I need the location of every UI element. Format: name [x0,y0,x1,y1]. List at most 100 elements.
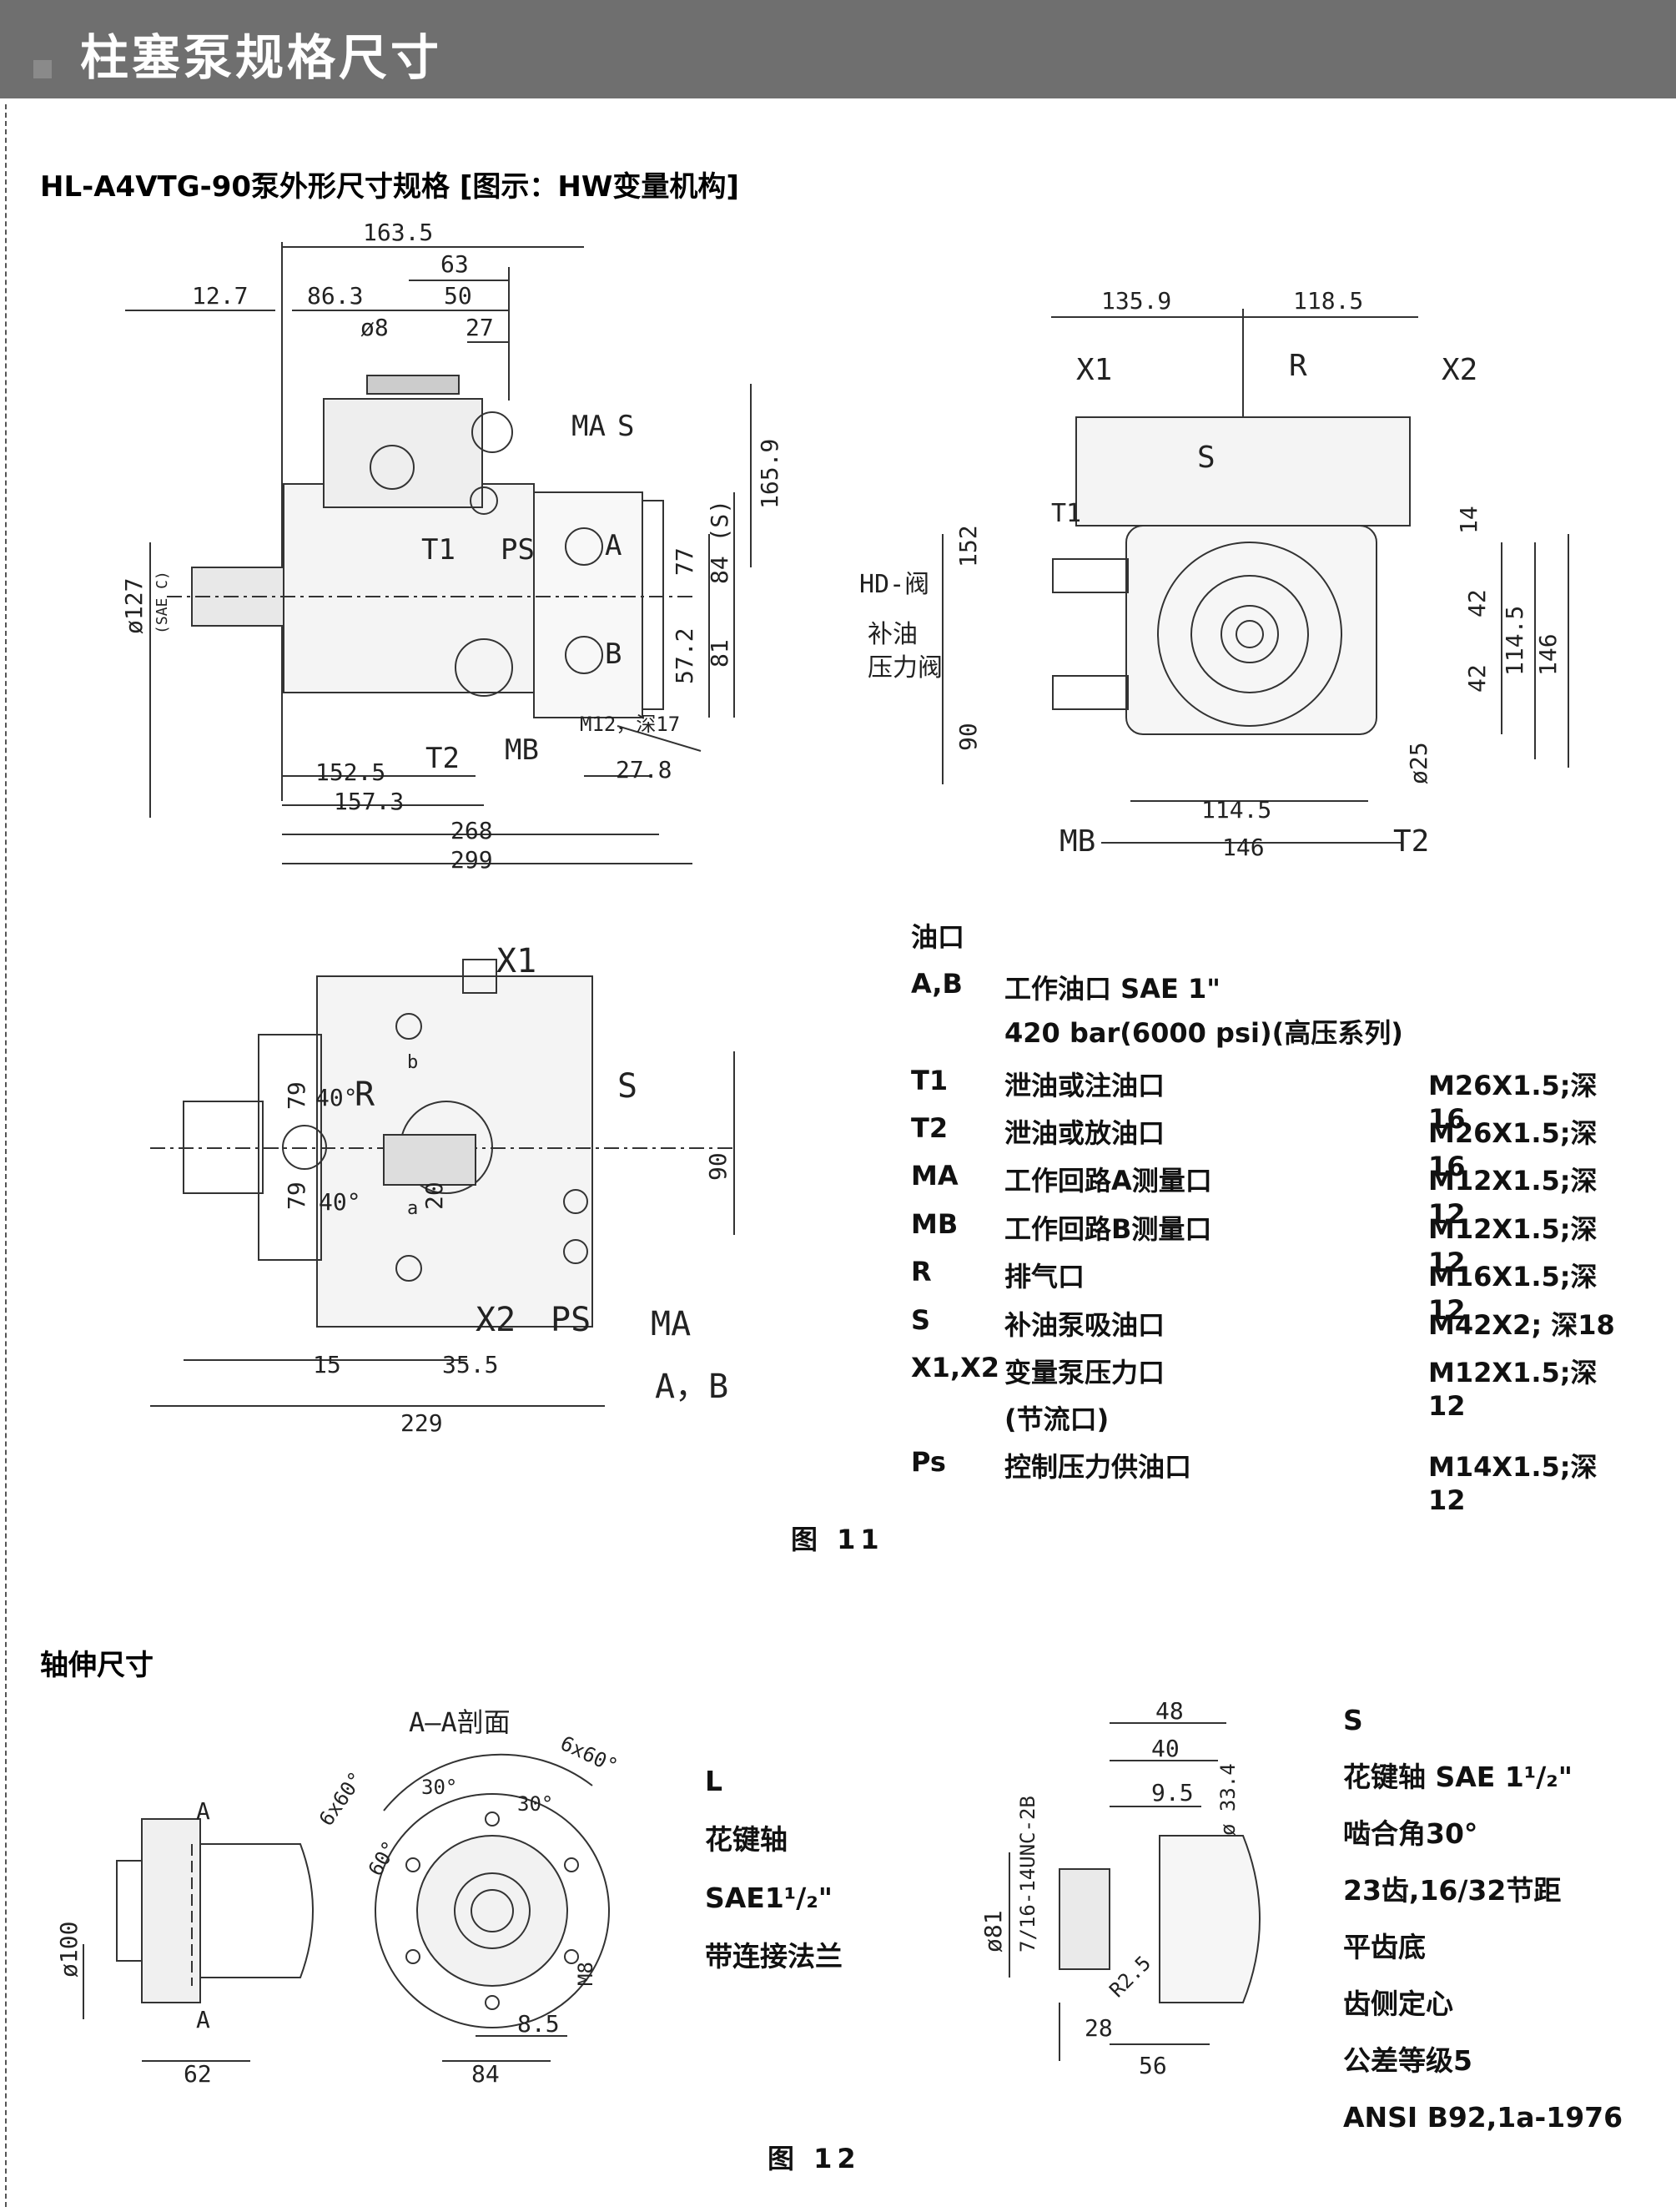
dim-48: 48 [1155,1702,1184,1725]
dim-30-left: 30° [421,1776,457,1799]
dim-42-bottom: 42 [1463,664,1491,693]
dim-30-right: 30° [517,1792,553,1816]
dim-299: 299 [450,846,493,874]
section-title-dimensions: HL-A4VTG-90泵外形尺寸规格 [图示：HW变量机构] [40,170,739,204]
shaft-l-text: L 花键轴 SAE1¹/₂" 带连接法兰 [705,1752,843,1986]
label-x2: X2 [1442,353,1477,387]
dim-146-right: 146 [1534,633,1562,676]
dim-r2-5: R2.5 [1105,1952,1155,2003]
dim-146-bottom: 146 [1222,834,1265,861]
label-pressure-valve: 压力阀 [868,653,943,683]
shaft-l-line: 花键轴 [705,1823,788,1856]
dim-12-7: 12.7 [192,282,248,310]
label-r: R [1289,349,1307,383]
dim-157-3: 157.3 [334,788,404,815]
dim-77: 77 [671,547,698,576]
label-r-top: R [355,1076,375,1114]
label-a-small: a [407,1198,418,1219]
shaft-s-drawing: 48 40 9.5 ø81 7/16-14UNC-2B ø 33.4 R2.5 … [979,1702,1261,2079]
shaft-s-line: 公差等级5 [1343,2044,1472,2077]
shaft-s-line: 齿侧定心 [1343,1988,1453,2020]
dim-135-9: 135.9 [1101,287,1171,315]
dim-20: 20 [420,1182,448,1210]
shaft-l-drawing: A A ø100 62 6x60° 6x60° 30° 30° 60° 8.5 … [55,1706,622,2086]
dim-84: 84 [471,2060,500,2086]
shaft-s-line: 平齿底 [1343,1931,1426,1963]
label-s: S [617,410,634,443]
dim-42-top: 42 [1463,589,1491,617]
dim-86-3: 86.3 [307,282,363,310]
dim-163-5: 163.5 [363,219,433,246]
label-x2-top: X2 [476,1301,516,1339]
shaft-l-line: SAE1¹/₂" [705,1882,833,1914]
label-mb-front: MB [1059,824,1095,859]
dim-dia8: ø8 [360,314,389,341]
header-mark [33,60,52,78]
dim-118-5: 118.5 [1293,287,1363,315]
dim-90: 90 [954,723,982,751]
dim-84s: 84 (S) [706,500,733,584]
label-b: B [605,637,622,671]
section-mark-a-top: A [196,1797,210,1825]
dim-40-top: 40° [315,1084,358,1111]
dim-79-top: 79 [283,1081,310,1110]
shaft-l-line: L [705,1765,723,1797]
page-title: 柱塞泵规格尺寸 [80,29,443,86]
label-a: A [605,529,622,562]
label-x1: X1 [1076,353,1112,387]
shaft-s-text: S 花键轴 SAE 1¹/₂" 啮合角30° 23齿,16/32节距 平齿底 齿… [1343,1692,1623,2146]
dim-6x60-left: 6x60° [315,1767,368,1830]
dim-268: 268 [450,817,493,844]
label-s-front: S [1197,441,1215,475]
dim-62: 62 [184,2060,212,2086]
dim-8-5: 8.5 [517,2010,560,2038]
label-ab-top: A，B [655,1368,728,1406]
dim-57-2: 57.2 [671,628,698,684]
label-ps: PS [501,533,535,567]
dim-50: 50 [444,282,472,310]
dim-152-5: 152.5 [315,758,385,786]
section-a-a-title: A–A剖面 [409,1706,511,1738]
section-mark-a-bottom: A [196,2006,210,2033]
shaft-s-line: 花键轴 SAE 1¹/₂" [1343,1761,1573,1793]
thread-note: M12，深17 [580,713,680,736]
dim-114-5-bottom: 114.5 [1201,796,1271,824]
label-t2: T2 [425,742,460,775]
shaft-s-line: 啮合角30° [1343,1817,1478,1850]
figure-11-caption: 图 11 [791,1524,884,1555]
label-charge: 补油 [868,620,918,649]
dim-dia127: ø127 [120,578,148,634]
section-title-shaft: 轴伸尺寸 [40,1649,154,1682]
dim-114-5-right: 114.5 [1501,606,1528,676]
dim-dia100: ø100 [55,1922,83,1978]
label-b-small: b [407,1052,418,1073]
dim-40: 40 [1151,1735,1180,1762]
dim-35-5: 35.5 [442,1351,498,1378]
dim-63: 63 [440,250,469,278]
pump-front-view-drawing: 135.9 118.5 114.5 146 152 90 14 42 42 11… [859,287,1569,861]
label-x1-top: X1 [496,942,536,980]
dim-152: 152 [954,525,982,567]
dim-dia33-4: ø 33.4 [1216,1763,1240,1836]
label-t1: T1 [421,533,455,567]
dim-dia25: ø25 [1405,742,1432,784]
dim-79-bottom: 79 [283,1182,310,1210]
label-mb: MB [505,733,539,767]
dim-unc-thread: 7/16-14UNC-2B [1016,1796,1039,1953]
dim-dia81: ø81 [979,1910,1007,1953]
figure-12-caption: 图 12 [768,2143,861,2174]
dim-81: 81 [706,639,733,668]
label-ma: MA [571,410,606,443]
dim-90-top: 90 [704,1152,732,1181]
label-ps-top: PS [551,1301,591,1339]
dim-14: 14 [1455,506,1482,534]
pump-side-view-drawing: 163.5 63 12.7 86.3 50 ø8 27 152.5 157.3 … [120,219,783,874]
shaft-s-line: ANSI B92,1a-1976 [1343,2101,1623,2134]
port-table-heading: 油口 [911,921,965,953]
dim-6x60-right: 6x60° [556,1731,621,1778]
pump-top-view-drawing: 79 79 40° 40° 20 90 15 35.5 229 b a X1 R… [150,942,735,1437]
dim-9-5: 9.5 [1151,1779,1194,1806]
label-ma-top: MA [651,1305,691,1343]
label-hd-valve: HD-阀 [859,570,929,599]
left-dashed-margin [5,104,7,2207]
